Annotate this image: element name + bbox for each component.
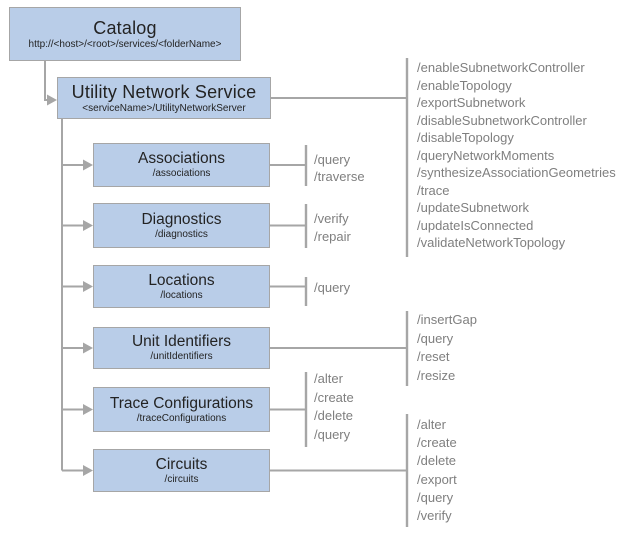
op-endpoint: /delete [417, 453, 457, 469]
node-trace-configurations: Trace Configurations /traceConfiguration… [93, 387, 270, 432]
arrow-right-icon [83, 159, 93, 171]
arrow-right-icon [47, 94, 57, 106]
node-unit-identifiers: Unit Identifiers /unitIdentifiers [93, 327, 270, 369]
node-title: Diagnostics [141, 210, 222, 228]
node-associations: Associations /associations [93, 143, 270, 187]
arrow-right-icon [83, 404, 93, 415]
node-path: /locations [160, 289, 203, 301]
node-path: /associations [152, 168, 211, 180]
op-endpoint: /exportSubnetwork [417, 95, 526, 110]
node-title: Unit Identifiers [131, 333, 232, 351]
op-endpoint: /query [314, 280, 351, 295]
op-endpoint: /traverse [314, 169, 365, 184]
node-title: Locations [148, 271, 215, 289]
node-title: Associations [137, 150, 225, 168]
op-endpoint: /resize [417, 367, 456, 383]
op-endpoint: /alter [417, 417, 446, 432]
op-endpoint: /reset [417, 349, 450, 365]
op-endpoint: /query [314, 426, 351, 442]
ops-list-locations: /query [314, 279, 350, 297]
op-endpoint: /query [314, 152, 351, 167]
node-path: /traceConfigurations [136, 412, 227, 424]
node-title: Utility Network Service [71, 81, 257, 102]
node-utility-network-service: Utility Network Service <serviceName>/Ut… [57, 77, 271, 119]
ops-list-unit-identifiers: /insertGap /query /reset /resize [417, 311, 477, 385]
op-endpoint: /synthesizeAssociationGeometries [417, 165, 616, 180]
node-path: /circuits [164, 473, 199, 485]
op-endpoint: /trace [417, 182, 450, 198]
node-path: /diagnostics [155, 228, 208, 240]
op-endpoint: /create [314, 389, 354, 405]
node-path: <serviceName>/UtilityNetworkServer [82, 102, 246, 114]
node-locations: Locations /locations [93, 265, 270, 308]
op-endpoint: /query [417, 330, 454, 346]
ops-list-diagnostics: /verify /repair [314, 210, 351, 245]
op-endpoint: /queryNetworkMoments [417, 147, 555, 163]
op-endpoint: /validateNetworkTopology [417, 235, 566, 250]
op-endpoint: /verify [417, 508, 452, 524]
op-endpoint: /enableTopology [417, 77, 512, 93]
op-endpoint: /disableTopology [417, 130, 514, 145]
op-endpoint: /verify [314, 211, 349, 226]
ops-list-trace-configurations: /alter /create /delete /query [314, 370, 354, 444]
node-catalog: Catalog http://<host>/<root>/services/<f… [9, 7, 241, 61]
arrow-right-icon [83, 465, 93, 476]
node-title: Catalog [93, 17, 157, 38]
op-endpoint: /export [417, 471, 457, 487]
node-path: http://<host>/<root>/services/<folderNam… [28, 38, 222, 50]
op-endpoint: /enableSubnetworkController [417, 60, 585, 75]
ops-list-utility-network-service: /enableSubnetworkController /enableTopol… [417, 59, 616, 252]
op-endpoint: /alter [314, 371, 343, 386]
arrow-right-icon [83, 342, 93, 354]
op-endpoint: /insertGap [417, 312, 477, 327]
node-diagnostics: Diagnostics /diagnostics [93, 203, 270, 248]
ops-list-circuits: /alter /create /delete /export /query /v… [417, 416, 457, 525]
op-endpoint: /delete [314, 408, 354, 424]
op-endpoint: /updateSubnetwork [417, 200, 530, 215]
node-circuits: Circuits /circuits [93, 449, 270, 492]
connector-catalog-to-service [44, 61, 47, 101]
op-endpoint: /create [417, 435, 457, 451]
op-endpoint: /repair [314, 228, 351, 244]
op-endpoint: /updateIsConnected [417, 217, 534, 233]
arrow-right-icon [83, 281, 93, 292]
node-path: /unitIdentifiers [150, 351, 213, 363]
ops-list-associations: /query /traverse [314, 151, 365, 185]
op-endpoint: /query [417, 489, 454, 505]
node-title: Circuits [155, 455, 208, 473]
node-title: Trace Configurations [109, 394, 254, 412]
arrow-right-icon [83, 220, 93, 231]
op-endpoint: /disableSubnetworkController [417, 112, 587, 128]
